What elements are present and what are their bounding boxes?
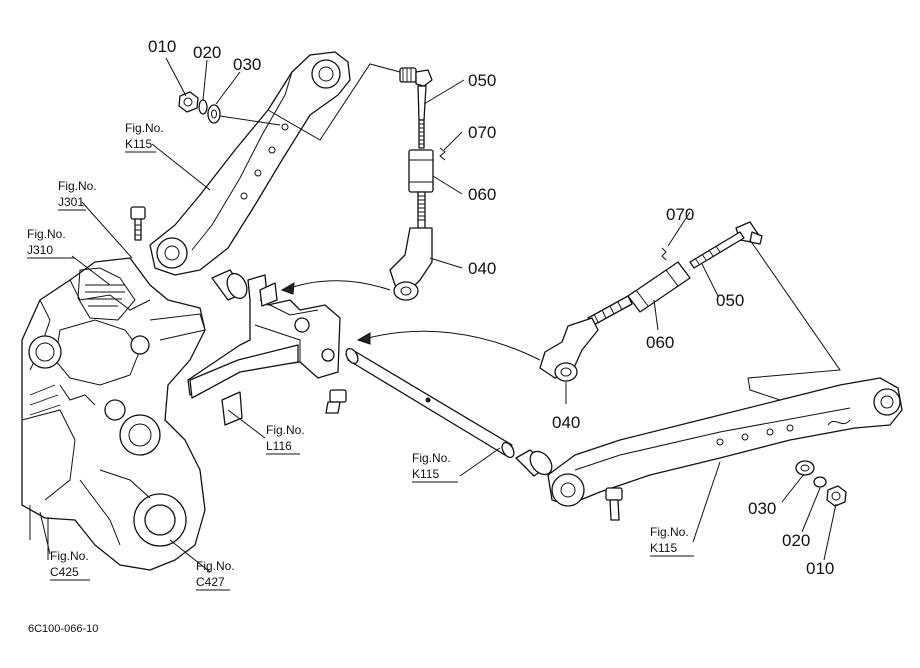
bushing-left: [211, 269, 248, 301]
fig-ref-c427: Fig.No. C427: [196, 559, 235, 591]
lift-rod-left: [389, 67, 446, 301]
lower-lift-arm: [547, 377, 903, 507]
svg-text:Fig.No.: Fig.No.: [266, 423, 305, 437]
part-number-labels: 010 020 030 050 070 060 040 070 050 060 …: [148, 37, 834, 578]
label-050-right: 050: [716, 291, 744, 310]
diagram-code: 6C100-066-10: [28, 623, 98, 635]
svg-text:J310: J310: [27, 243, 53, 257]
svg-text:K115: K115: [412, 467, 439, 481]
center-bracket: [187, 274, 341, 426]
svg-text:L116: L116: [266, 439, 292, 453]
bolt-bracket: [325, 389, 347, 414]
label-040-left: 040: [468, 259, 496, 278]
svg-text:C427: C427: [196, 575, 225, 589]
upper-lift-arm: [149, 51, 351, 276]
fig-ref-l116: Fig.No. L116: [266, 423, 305, 455]
label-010-left: 010: [148, 37, 176, 56]
fig-ref-k115-top: Fig.No. K115: [125, 121, 164, 153]
fig-ref-j301: Fig.No. J301: [58, 179, 97, 211]
label-070-right: 070: [666, 205, 694, 224]
leader-lines: [39, 57, 837, 573]
fig-ref-k115-mid: Fig.No. K115: [412, 451, 458, 483]
svg-text:Fig.No.: Fig.No.: [412, 451, 451, 465]
label-040-right: 040: [552, 413, 580, 432]
connection-lines: [267, 63, 841, 401]
label-020-right: 020: [782, 531, 810, 550]
nut-washer-set-left: [178, 91, 281, 126]
svg-text:Fig.No.: Fig.No.: [196, 559, 235, 573]
svg-text:K115: K115: [650, 541, 677, 555]
fig-ref-c425: Fig.No. C425: [50, 549, 90, 581]
figure-reference-labels: Fig.No. K115 Fig.No. J301 Fig.No. J310 F…: [27, 121, 694, 591]
label-030-left: 030: [233, 55, 261, 74]
label-060-left: 060: [468, 185, 496, 204]
svg-text:Fig.No.: Fig.No.: [50, 549, 89, 563]
label-010-right: 010: [806, 559, 834, 578]
label-020-left: 020: [193, 43, 221, 62]
bolt-small-left: [130, 206, 146, 241]
svg-text:Fig.No.: Fig.No.: [650, 525, 689, 539]
lift-shaft: [345, 347, 515, 459]
svg-text:Fig.No.: Fig.No.: [125, 121, 164, 135]
label-070-left: 070: [468, 123, 496, 142]
fig-ref-j310: Fig.No. J310: [27, 227, 74, 259]
fig-ref-k115-bottom: Fig.No. K115: [650, 525, 694, 557]
nut-washer-set-right: [795, 460, 847, 507]
bolt-small-right: [605, 487, 623, 521]
lift-rod-right: [539, 221, 763, 382]
bushing-right: [515, 449, 553, 477]
label-030-right: 030: [748, 499, 776, 518]
svg-text:Fig.No.: Fig.No.: [27, 227, 66, 241]
svg-text:C425: C425: [50, 565, 79, 579]
label-050-left: 050: [468, 71, 496, 90]
svg-text:Fig.No.: Fig.No.: [58, 179, 97, 193]
label-060-right: 060: [646, 333, 674, 352]
svg-text:K115: K115: [125, 137, 152, 151]
svg-text:J301: J301: [58, 195, 84, 209]
transmission-housing: [21, 257, 206, 571]
